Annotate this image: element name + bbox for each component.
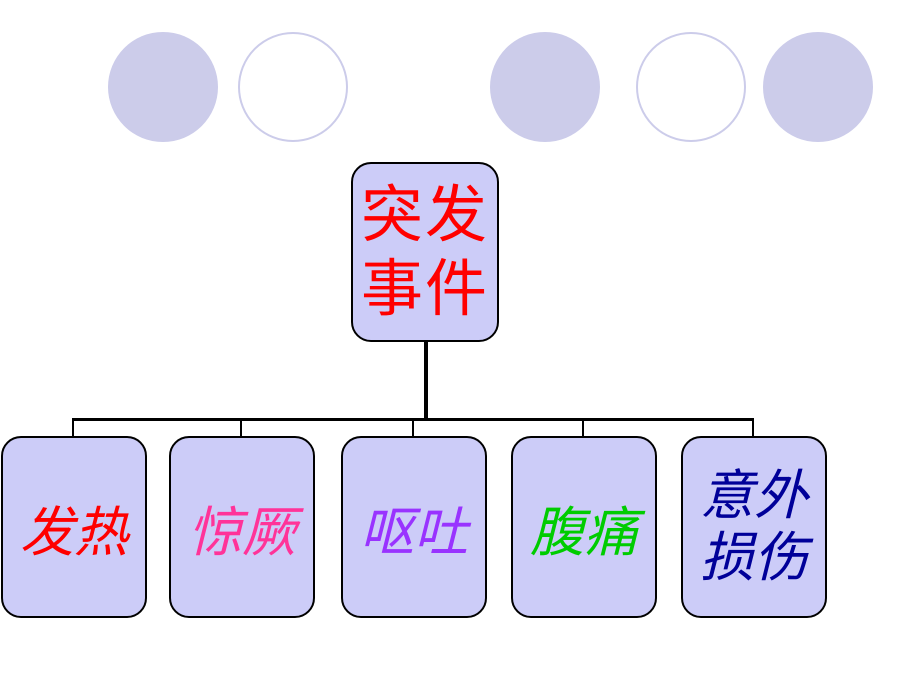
branch-connector-1 [72, 418, 74, 436]
decor-circle-5 [763, 32, 873, 142]
decor-circle-3 [490, 32, 600, 142]
child-node-accidental-injury: 意外损伤 [681, 436, 827, 618]
branch-connector-4 [582, 418, 584, 436]
child-node-label: 意外损伤 [700, 464, 808, 589]
child-node-vomiting: 呕吐 [341, 436, 487, 618]
child-node-convulsion: 惊厥 [169, 436, 315, 618]
child-node-label: 惊厥 [188, 500, 296, 564]
child-node-label: 腹痛 [530, 500, 638, 564]
branch-connector-3 [412, 418, 414, 436]
child-node-label: 呕吐 [360, 500, 468, 564]
child-node-label: 发热 [20, 500, 128, 564]
trunk-connector [424, 342, 428, 420]
decor-circle-4 [636, 32, 746, 142]
child-node-fever: 发热 [1, 436, 147, 618]
root-node-label: 突发事件 [360, 178, 489, 325]
decor-circle-2 [238, 32, 348, 142]
branch-connector-2 [240, 418, 242, 436]
decor-circle-1 [108, 32, 218, 142]
root-node: 突发事件 [351, 162, 499, 342]
child-node-abdominal-pain: 腹痛 [511, 436, 657, 618]
branch-connector-5 [752, 418, 754, 436]
